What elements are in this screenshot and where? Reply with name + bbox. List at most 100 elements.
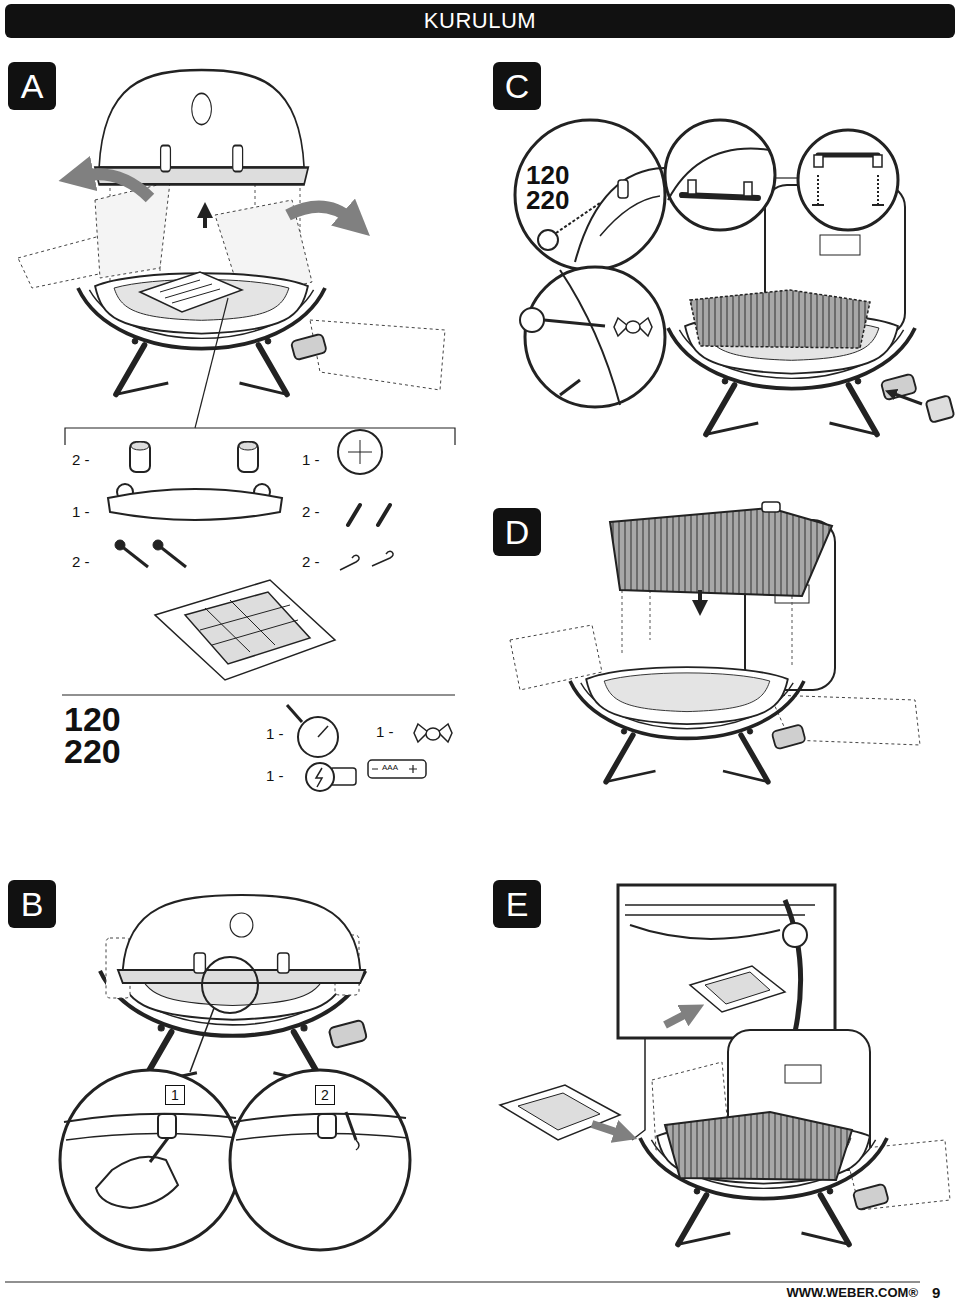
panel-c-drawing	[560, 380, 580, 395]
panel-c-drawing	[744, 182, 752, 196]
callout-number-box: 1	[165, 1085, 185, 1105]
panel-a-drawing	[140, 272, 242, 312]
panel-c-drawing	[775, 177, 798, 178]
panel-b-drawing	[318, 1114, 336, 1138]
model-number: 120 220	[64, 703, 121, 768]
step-letter: E	[506, 887, 529, 921]
panel-a-drawing	[95, 70, 308, 184]
panel-c-drawing	[665, 120, 775, 230]
panel-a-drawing	[18, 70, 455, 791]
callout-number: 2	[321, 1088, 329, 1102]
panel-a-drawing	[372, 551, 393, 566]
step-letter-box: B	[8, 880, 56, 928]
panel-c-drawing	[515, 120, 954, 434]
panel-a-drawing	[82, 174, 150, 198]
panel-d-drawing	[510, 502, 920, 782]
panel-a-drawing	[200, 600, 298, 652]
panel-b-drawing	[60, 895, 410, 1250]
step-letter-box: A	[8, 62, 56, 110]
panel-c-drawing	[668, 149, 770, 200]
panel-e-drawing	[665, 1012, 690, 1025]
panel-a-drawing	[340, 555, 359, 570]
panel-a-drawing	[310, 320, 445, 390]
panel-c-drawing	[626, 321, 640, 333]
part-quantity: 1 -	[72, 504, 90, 520]
panel-a-drawing	[348, 505, 390, 525]
panel-c-drawing	[926, 395, 955, 422]
panel-a-drawing	[130, 442, 150, 472]
panel-c-drawing	[812, 204, 884, 206]
panel-a-drawing	[95, 182, 170, 278]
panel-d-drawing	[610, 508, 832, 596]
panel-c-drawing	[873, 155, 882, 167]
panel-c-drawing	[520, 308, 544, 332]
panel-a-drawing	[108, 489, 282, 520]
panel-e-drawing	[785, 900, 801, 1032]
battery-label: AAA	[382, 764, 398, 772]
panel-a-drawing	[195, 298, 228, 428]
panel-b-drawing	[202, 957, 258, 1013]
panel-c-drawing	[618, 180, 628, 198]
panel-a-drawing	[316, 768, 322, 787]
panel-c-drawing	[560, 270, 620, 405]
panel-c-drawing	[818, 153, 878, 158]
callout-number: 1	[171, 1088, 179, 1102]
panel-b-drawing	[64, 1114, 236, 1122]
panel-a-drawing	[348, 440, 372, 464]
panel-e-drawing	[632, 1038, 645, 1140]
panel-a-drawing	[62, 694, 455, 695]
panel-b-drawing	[356, 1140, 359, 1150]
part-quantity: 2 -	[72, 452, 90, 468]
panel-d-drawing	[762, 502, 780, 512]
panel-e-drawing	[690, 966, 785, 1012]
part-quantity: 1 -	[266, 768, 284, 784]
callout-number-box: 2	[315, 1085, 335, 1105]
panel-c-drawing	[515, 120, 665, 270]
part-quantity: 2 -	[302, 504, 320, 520]
part-quantity: 1 -	[302, 452, 320, 468]
panel-a-drawing	[372, 765, 417, 773]
panel-e-drawing	[618, 885, 835, 1038]
panel-a-drawing	[160, 280, 220, 303]
panel-a-drawing	[158, 545, 186, 567]
panel-b-drawing	[118, 895, 365, 983]
panel-e-drawing	[783, 923, 807, 947]
panel-a-drawing	[120, 545, 148, 567]
model-number: 120 220	[526, 163, 569, 212]
title-bar: KURULUM	[5, 4, 955, 38]
step-letter-box: E	[493, 880, 541, 928]
step-letter-box: C	[493, 62, 541, 110]
panel-e-drawing	[785, 1065, 821, 1083]
page-title: KURULUM	[424, 8, 536, 34]
panel-a-drawing	[306, 763, 334, 791]
panel-c-drawing	[690, 290, 870, 348]
panel-a-drawing	[368, 760, 426, 778]
panel-e-drawing	[500, 885, 950, 1244]
panel-c-drawing	[814, 155, 823, 167]
panel-c-drawing	[544, 320, 605, 326]
part-quantity: 1 -	[266, 726, 284, 742]
footer-rule	[5, 1281, 920, 1282]
part-quantity: 1 -	[376, 724, 394, 740]
panel-e-drawing	[665, 1112, 852, 1180]
panel-b-drawing	[96, 1157, 178, 1208]
panel-a-drawing	[238, 442, 258, 472]
panel-e-drawing	[592, 1124, 622, 1134]
panel-e-drawing	[500, 1085, 620, 1140]
step-letter: D	[505, 515, 530, 549]
part-quantity: 2 -	[302, 554, 320, 570]
panel-c-drawing	[820, 235, 860, 255]
panel-b-drawing	[230, 1070, 410, 1250]
panel-d-drawing	[698, 590, 702, 606]
page-number: 9	[932, 1285, 940, 1301]
panel-a-drawing	[65, 428, 455, 445]
panel-c-drawing	[688, 180, 696, 194]
panel-d-drawing	[570, 667, 806, 782]
step-letter-box: D	[493, 508, 541, 556]
step-letter: C	[505, 69, 530, 103]
panel-a-drawing	[239, 442, 257, 450]
